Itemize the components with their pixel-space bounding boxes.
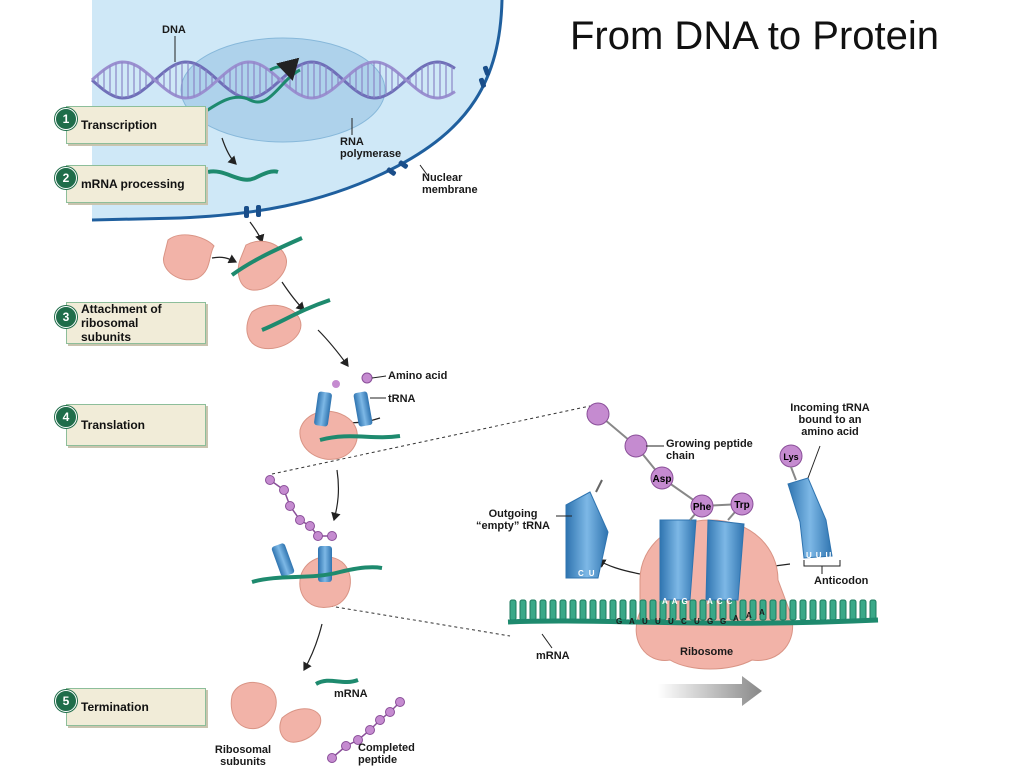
ribosome-translation-2	[299, 556, 351, 608]
trna-outgoing	[565, 479, 609, 579]
step-number-badge: 2	[55, 167, 77, 189]
mrna-base	[589, 599, 597, 621]
ribosome-small-subunit	[163, 234, 215, 281]
codon-base: U	[655, 617, 661, 626]
mrna-base	[799, 599, 807, 621]
ribosome-assembling	[237, 240, 287, 291]
mrna-base	[549, 599, 557, 621]
completed-peptide-chain	[327, 697, 405, 763]
amino-acid-asp: Asp	[653, 474, 672, 485]
translation-direction-arrow	[658, 676, 762, 706]
mrna-base	[769, 599, 777, 621]
codon-base: A	[629, 617, 635, 626]
rna-direction-arrow	[269, 57, 300, 81]
trna-a-site	[705, 519, 745, 601]
label-nuclear-membrane: Nuclear membrane	[422, 172, 478, 196]
mrna-base	[739, 599, 747, 621]
codon-base: U	[694, 617, 700, 626]
label-amino-acid: Amino acid	[388, 370, 448, 382]
amino-acid-lys: Lys	[783, 452, 798, 462]
label-completed-peptide: Completed peptide	[358, 742, 415, 766]
label-mrna-detail: mRNA	[536, 650, 570, 662]
step-label: Translation	[81, 418, 146, 432]
mrna-base	[689, 599, 697, 621]
step-number-badge: 3	[55, 306, 77, 328]
anticodon-a-site: ACC	[707, 597, 736, 606]
mrna-backbone	[507, 617, 879, 626]
label-dna: DNA	[162, 24, 186, 36]
label-growing-peptide-chain: Growing peptide chain	[666, 438, 753, 462]
trna-p-site	[659, 519, 697, 601]
codon-base: U	[668, 617, 674, 626]
mrna-base	[749, 599, 757, 621]
mrna-base	[529, 599, 537, 621]
growing-chain-small	[265, 475, 337, 541]
label-ribosome: Ribosome	[680, 646, 734, 658]
anticodon-incoming: UUU	[806, 551, 835, 560]
anticodon-outgoing: CUA	[578, 569, 610, 578]
step-number-badge: 4	[55, 406, 77, 428]
label-rna-polymerase: RNA polymerase	[340, 136, 402, 160]
mrna-base	[839, 599, 847, 621]
step-attachment: Attachment of ribosomal subunits	[66, 302, 206, 344]
amino-acid-phe: Phe	[693, 502, 712, 513]
step-number-badge: 1	[55, 108, 77, 130]
anticodon-p-site: AAG	[662, 597, 692, 606]
mrna-base	[569, 599, 577, 621]
mrna-base	[509, 599, 517, 621]
codon-base: G	[616, 617, 622, 626]
step-transcription: Transcription	[66, 106, 206, 144]
step-label: Transcription	[81, 118, 158, 132]
step-label: Termination	[81, 700, 149, 714]
mrna-base	[859, 599, 867, 621]
rna-transcript	[194, 68, 301, 120]
mrna-base	[519, 599, 527, 621]
mrna-base	[699, 599, 707, 621]
mrna-bases	[509, 599, 877, 621]
step-mrna-processing: mRNA processing	[66, 165, 206, 203]
mrna-base	[779, 599, 787, 621]
mrna-base	[559, 599, 567, 621]
ribosome-large-subunit-released	[230, 681, 277, 730]
amino-acid-trp: Trp	[734, 500, 750, 511]
ribosome-attached	[246, 304, 302, 350]
codon-base: A	[759, 608, 765, 617]
codon-base: A	[746, 611, 752, 620]
pre-mrna	[207, 169, 279, 182]
step-termination: Termination	[66, 688, 206, 726]
mrna-base	[599, 599, 607, 621]
trna-incoming	[787, 477, 833, 559]
mrna-base	[829, 599, 837, 621]
nuclear-pores	[244, 65, 490, 218]
label-incoming-trna: Incoming tRNA bound to an amino acid	[790, 402, 870, 438]
mrna-base	[849, 599, 857, 621]
codon-base: C	[681, 617, 687, 626]
codon-base: A	[733, 614, 739, 623]
mrna-base	[819, 599, 827, 621]
rna-polymerase	[180, 37, 386, 143]
dna-helix	[90, 60, 456, 100]
ribosome-small-subunit-released	[279, 708, 322, 743]
codon-base: U	[642, 617, 648, 626]
page-title: From DNA to Protein	[570, 14, 940, 58]
codon-base: G	[720, 617, 726, 626]
label-mrna-termination: mRNA	[334, 688, 368, 700]
label-anticodon: Anticodon	[814, 575, 869, 587]
step-number-badge: 5	[55, 690, 77, 712]
label-outgoing-trna: Outgoing “empty” tRNA	[476, 508, 550, 532]
mrna-base	[789, 599, 797, 621]
mrna-base	[759, 599, 767, 621]
mrna-base	[869, 599, 877, 621]
mrna-base	[579, 599, 587, 621]
mrna-base	[809, 599, 817, 621]
step-label: Attachment of ribosomal subunits	[81, 302, 162, 344]
label-ribosomal-subunits: Ribosomal subunits	[214, 744, 272, 768]
step-translation: Translation	[66, 404, 206, 446]
codon-base: G	[707, 617, 713, 626]
label-trna: tRNA	[388, 393, 416, 405]
mrna-base	[539, 599, 547, 621]
step-label: mRNA processing	[81, 177, 185, 191]
